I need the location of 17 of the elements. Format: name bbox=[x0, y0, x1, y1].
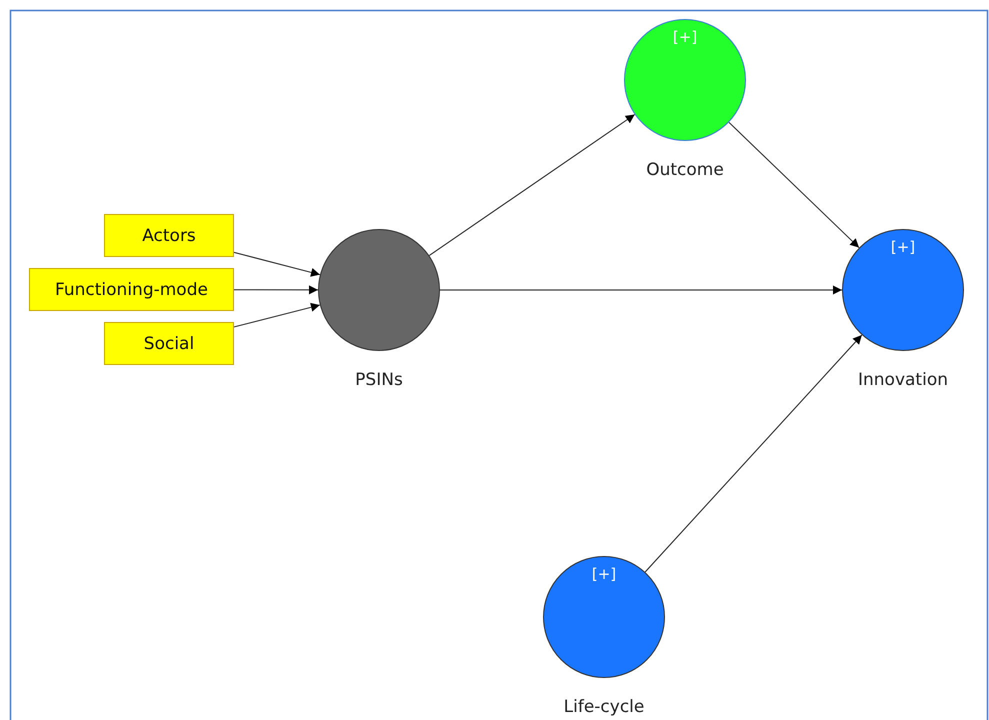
arrow bbox=[728, 122, 860, 248]
node-label: Outcome bbox=[646, 160, 724, 180]
arrow bbox=[234, 285, 318, 294]
expand-marker: [+] bbox=[592, 565, 616, 583]
expand-marker: [+] bbox=[672, 28, 698, 46]
arrow bbox=[234, 302, 320, 328]
node-label: PSINs bbox=[355, 370, 403, 390]
arrow bbox=[234, 252, 320, 277]
label-box: Actors bbox=[104, 214, 234, 257]
label-box: Functioning-mode bbox=[29, 268, 234, 311]
arrow bbox=[440, 286, 842, 294]
label-box: Social bbox=[104, 322, 234, 365]
node-label: Innovation bbox=[858, 370, 948, 390]
arrow bbox=[644, 334, 862, 572]
expand-marker: [+] bbox=[890, 238, 916, 256]
node-label: Life-cycle bbox=[564, 697, 644, 717]
arrow bbox=[428, 114, 636, 256]
